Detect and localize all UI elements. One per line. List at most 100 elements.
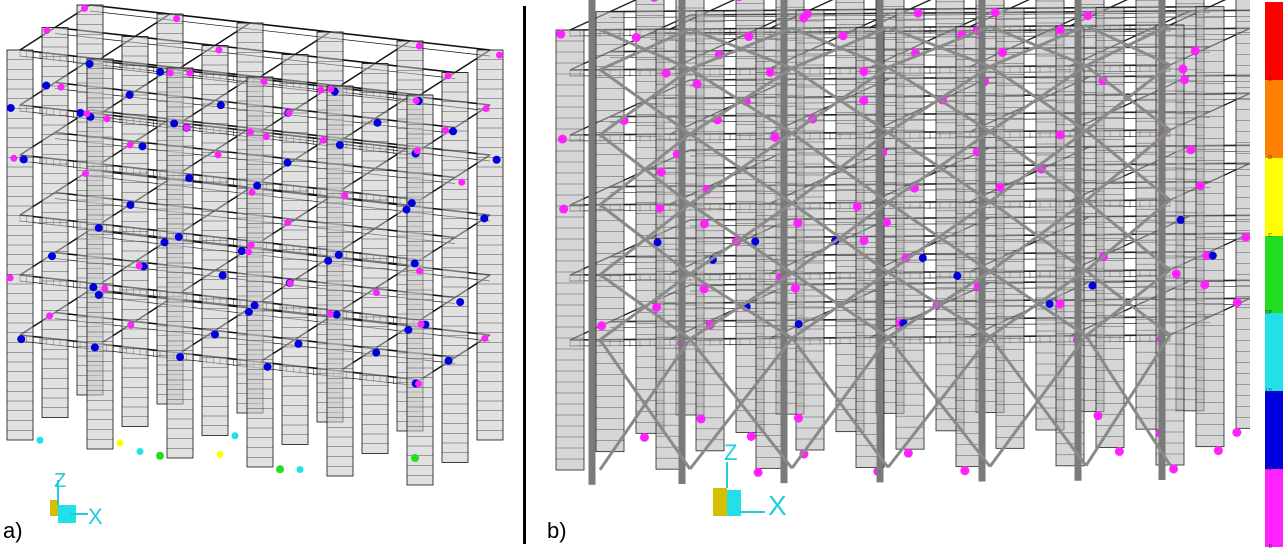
plastic-hinge bbox=[156, 451, 164, 460]
plastic-hinge bbox=[960, 466, 970, 476]
plastic-hinge bbox=[373, 289, 381, 297]
legend-level-label: D bbox=[1268, 154, 1272, 161]
panel-a-model: a) Z X bbox=[0, 0, 520, 547]
plastic-hinge bbox=[1083, 11, 1093, 21]
axis-x-label-b: X bbox=[768, 490, 787, 521]
axis-triad-a: Z X bbox=[40, 470, 120, 530]
plastic-hinge bbox=[556, 29, 566, 39]
plastic-hinge bbox=[753, 467, 763, 477]
plastic-hinge bbox=[661, 68, 671, 78]
plastic-hinge bbox=[1093, 411, 1103, 421]
plastic-hinge bbox=[10, 154, 18, 162]
steel-brace bbox=[599, 273, 691, 341]
plastic-hinge bbox=[415, 380, 423, 388]
plastic-hinge bbox=[43, 27, 51, 35]
plastic-hinge bbox=[319, 136, 327, 144]
plastic-hinge bbox=[1232, 427, 1242, 437]
plastic-hinge bbox=[94, 290, 103, 299]
plastic-hinge bbox=[285, 109, 293, 117]
plastic-hinge bbox=[995, 182, 1005, 192]
plastic-hinge bbox=[262, 133, 270, 141]
plastic-hinge bbox=[458, 178, 466, 186]
steel-brace bbox=[1085, 64, 1171, 132]
plastic-hinge bbox=[1208, 251, 1217, 260]
plastic-hinge bbox=[276, 465, 284, 474]
plastic-hinge bbox=[81, 4, 89, 12]
steel-brace bbox=[988, 335, 1088, 467]
steel-brace bbox=[791, 26, 889, 69]
plastic-hinge bbox=[286, 279, 294, 287]
steel-brace bbox=[688, 338, 794, 470]
plastic-hinge bbox=[990, 7, 1000, 17]
plastic-hinge bbox=[1213, 446, 1223, 456]
plastic-hinge bbox=[496, 51, 504, 59]
plastic-hinge bbox=[82, 169, 90, 177]
plastic-hinge bbox=[793, 218, 803, 228]
steel-brace bbox=[887, 131, 991, 203]
plastic-hinge bbox=[250, 301, 259, 310]
axis-origin-marker bbox=[713, 488, 727, 516]
steel-brace bbox=[886, 336, 992, 468]
steel-brace bbox=[598, 338, 692, 470]
axis-x-label-a: X bbox=[88, 504, 103, 529]
steel-brace bbox=[689, 202, 793, 275]
steel-brace bbox=[1085, 269, 1171, 337]
steel-brace bbox=[599, 203, 691, 276]
legend-color-band bbox=[1265, 391, 1283, 470]
plastic-hinge bbox=[1202, 251, 1212, 261]
plastic-hinge bbox=[417, 320, 425, 328]
plastic-hinge bbox=[557, 134, 567, 144]
plastic-hinge bbox=[656, 167, 666, 177]
plastic-hinge bbox=[19, 155, 28, 164]
plastic-hinge bbox=[415, 42, 423, 50]
legend-level-label: E bbox=[1268, 76, 1272, 83]
plastic-hinge bbox=[48, 252, 57, 261]
plastic-hinge bbox=[838, 31, 848, 41]
plastic-hinge bbox=[913, 8, 923, 18]
plastic-hinge bbox=[859, 236, 869, 246]
plastic-hinge bbox=[138, 142, 147, 151]
plastic-hinge bbox=[36, 436, 44, 444]
plastic-hinge bbox=[802, 9, 812, 19]
plastic-hinge bbox=[335, 140, 344, 149]
beam-z bbox=[569, 0, 638, 31]
steel-brace bbox=[887, 271, 991, 338]
plastic-hinge bbox=[126, 200, 135, 209]
plastic-hinge bbox=[126, 141, 134, 149]
structure-model-a bbox=[6, 4, 504, 523]
steel-brace bbox=[791, 201, 889, 274]
plastic-hinge bbox=[1171, 269, 1181, 279]
plastic-hinge bbox=[294, 339, 303, 348]
plastic-hinge bbox=[402, 205, 411, 214]
plastic-hinge bbox=[449, 127, 458, 136]
plastic-hinge bbox=[83, 110, 91, 118]
plastic-hinge bbox=[765, 67, 775, 77]
plastic-hinge bbox=[1055, 25, 1065, 35]
steel-brace bbox=[989, 130, 1087, 202]
plastic-hinge bbox=[125, 90, 134, 99]
plastic-hinge bbox=[46, 312, 54, 320]
plastic-hinge bbox=[481, 334, 489, 342]
plastic-hinge bbox=[174, 232, 183, 241]
plastic-hinge bbox=[790, 283, 800, 293]
legend-level-label: CP bbox=[1265, 310, 1272, 317]
plastic-hinge bbox=[412, 97, 420, 105]
plastic-hinge bbox=[245, 248, 253, 256]
plastic-hinge bbox=[6, 103, 15, 112]
axis-origin-marker bbox=[50, 500, 58, 516]
steel-brace bbox=[989, 270, 1087, 337]
legend-color-band bbox=[1265, 157, 1283, 236]
plastic-hinge bbox=[413, 147, 421, 155]
structure-model-b bbox=[555, 0, 1250, 516]
plastic-hinge bbox=[127, 321, 135, 329]
steel-brace bbox=[599, 28, 691, 71]
steel-brace bbox=[1085, 199, 1171, 272]
plastic-hinge bbox=[1169, 464, 1179, 474]
legend-level-label: C bbox=[1268, 232, 1272, 239]
plastic-hinge bbox=[650, 0, 658, 2]
plastic-hinge bbox=[89, 283, 98, 292]
steel-brace bbox=[599, 68, 691, 136]
plastic-hinge bbox=[334, 250, 343, 259]
plastic-hinge bbox=[793, 413, 803, 423]
